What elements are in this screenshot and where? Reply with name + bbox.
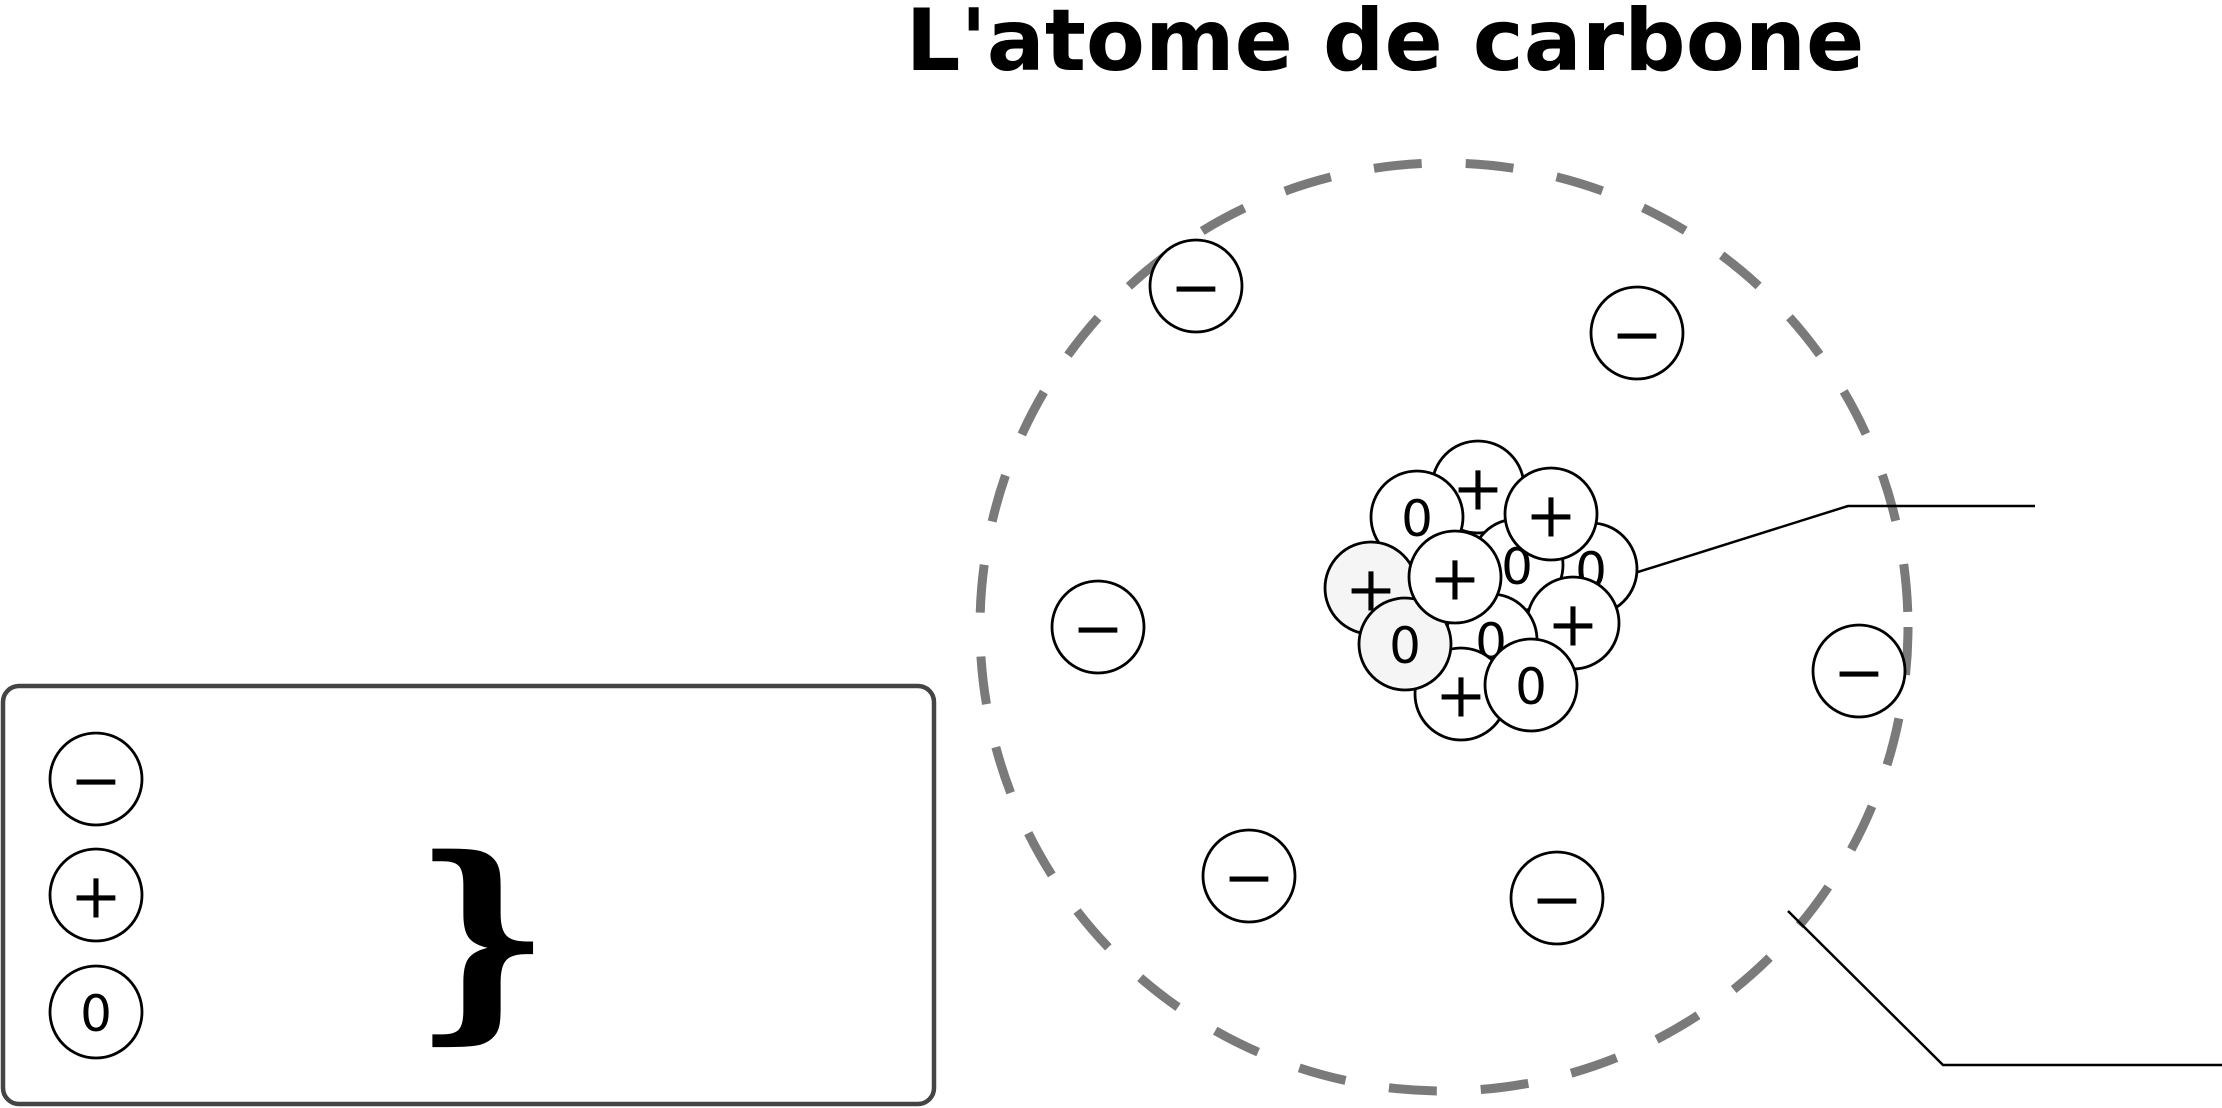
- electron-circle: [1148, 238, 1244, 334]
- legend-group: − +0: [48, 731, 144, 1060]
- proton-symbol: +: [1429, 542, 1481, 615]
- neutron-circle: [1483, 637, 1579, 733]
- nucleus-group: 0+0+0+0+0++0: [1323, 439, 1639, 742]
- electron-2: −: [1589, 285, 1685, 381]
- nucleon-12: 0: [1483, 637, 1579, 733]
- electron-3: −: [1050, 579, 1146, 675]
- electron-5: −: [1201, 828, 1297, 924]
- electron-symbol: −: [1170, 251, 1222, 324]
- electron-circle: [1201, 828, 1297, 924]
- electrons-group: − − − − − −: [1050, 238, 1907, 946]
- legend-electron: −: [48, 731, 144, 827]
- neutron-symbol: 0: [1389, 617, 1421, 675]
- orbit-leader-line: [1787, 910, 2222, 1067]
- proton-circle: [48, 847, 144, 943]
- neutron-circle: [1357, 596, 1453, 692]
- legend-brace: }: [413, 810, 551, 1063]
- nucleon-9: 0: [1357, 596, 1453, 692]
- electron-orbit: [975, 158, 1913, 1096]
- electron-circle: [1050, 579, 1146, 675]
- electron-symbol: −: [1833, 636, 1885, 709]
- electron-symbol: −: [1531, 863, 1583, 936]
- nucleon-10: +: [1503, 466, 1599, 562]
- proton-circle: [1407, 529, 1503, 625]
- electron-circle: [1811, 623, 1907, 719]
- neutron-symbol: 0: [80, 985, 112, 1043]
- legend-neutron: 0: [48, 964, 144, 1060]
- neutron-symbol: 0: [1515, 658, 1547, 716]
- electron-6: −: [1509, 850, 1605, 946]
- neutron-circle: [48, 964, 144, 1060]
- legend-box: [0, 683, 937, 1107]
- electron-circle: [48, 731, 144, 827]
- proton-symbol: +: [1525, 479, 1577, 552]
- electron-symbol: −: [70, 744, 122, 817]
- proton-symbol: +: [70, 860, 122, 933]
- electron-4: −: [1811, 623, 1907, 719]
- nucleus-leader-line: [1567, 504, 2035, 596]
- electron-circle: [1589, 285, 1685, 381]
- nucleon-8: +: [1413, 646, 1509, 742]
- electron-1: −: [1148, 238, 1244, 334]
- electron-symbol: −: [1611, 298, 1663, 371]
- legend-proton: +: [48, 847, 144, 943]
- electron-symbol: −: [1072, 592, 1124, 665]
- electron-symbol: −: [1223, 841, 1275, 914]
- electron-circle: [1509, 850, 1605, 946]
- proton-circle: [1503, 466, 1599, 562]
- page-title: L'atome de carbone: [906, 0, 1865, 91]
- nucleon-11: +: [1407, 529, 1503, 625]
